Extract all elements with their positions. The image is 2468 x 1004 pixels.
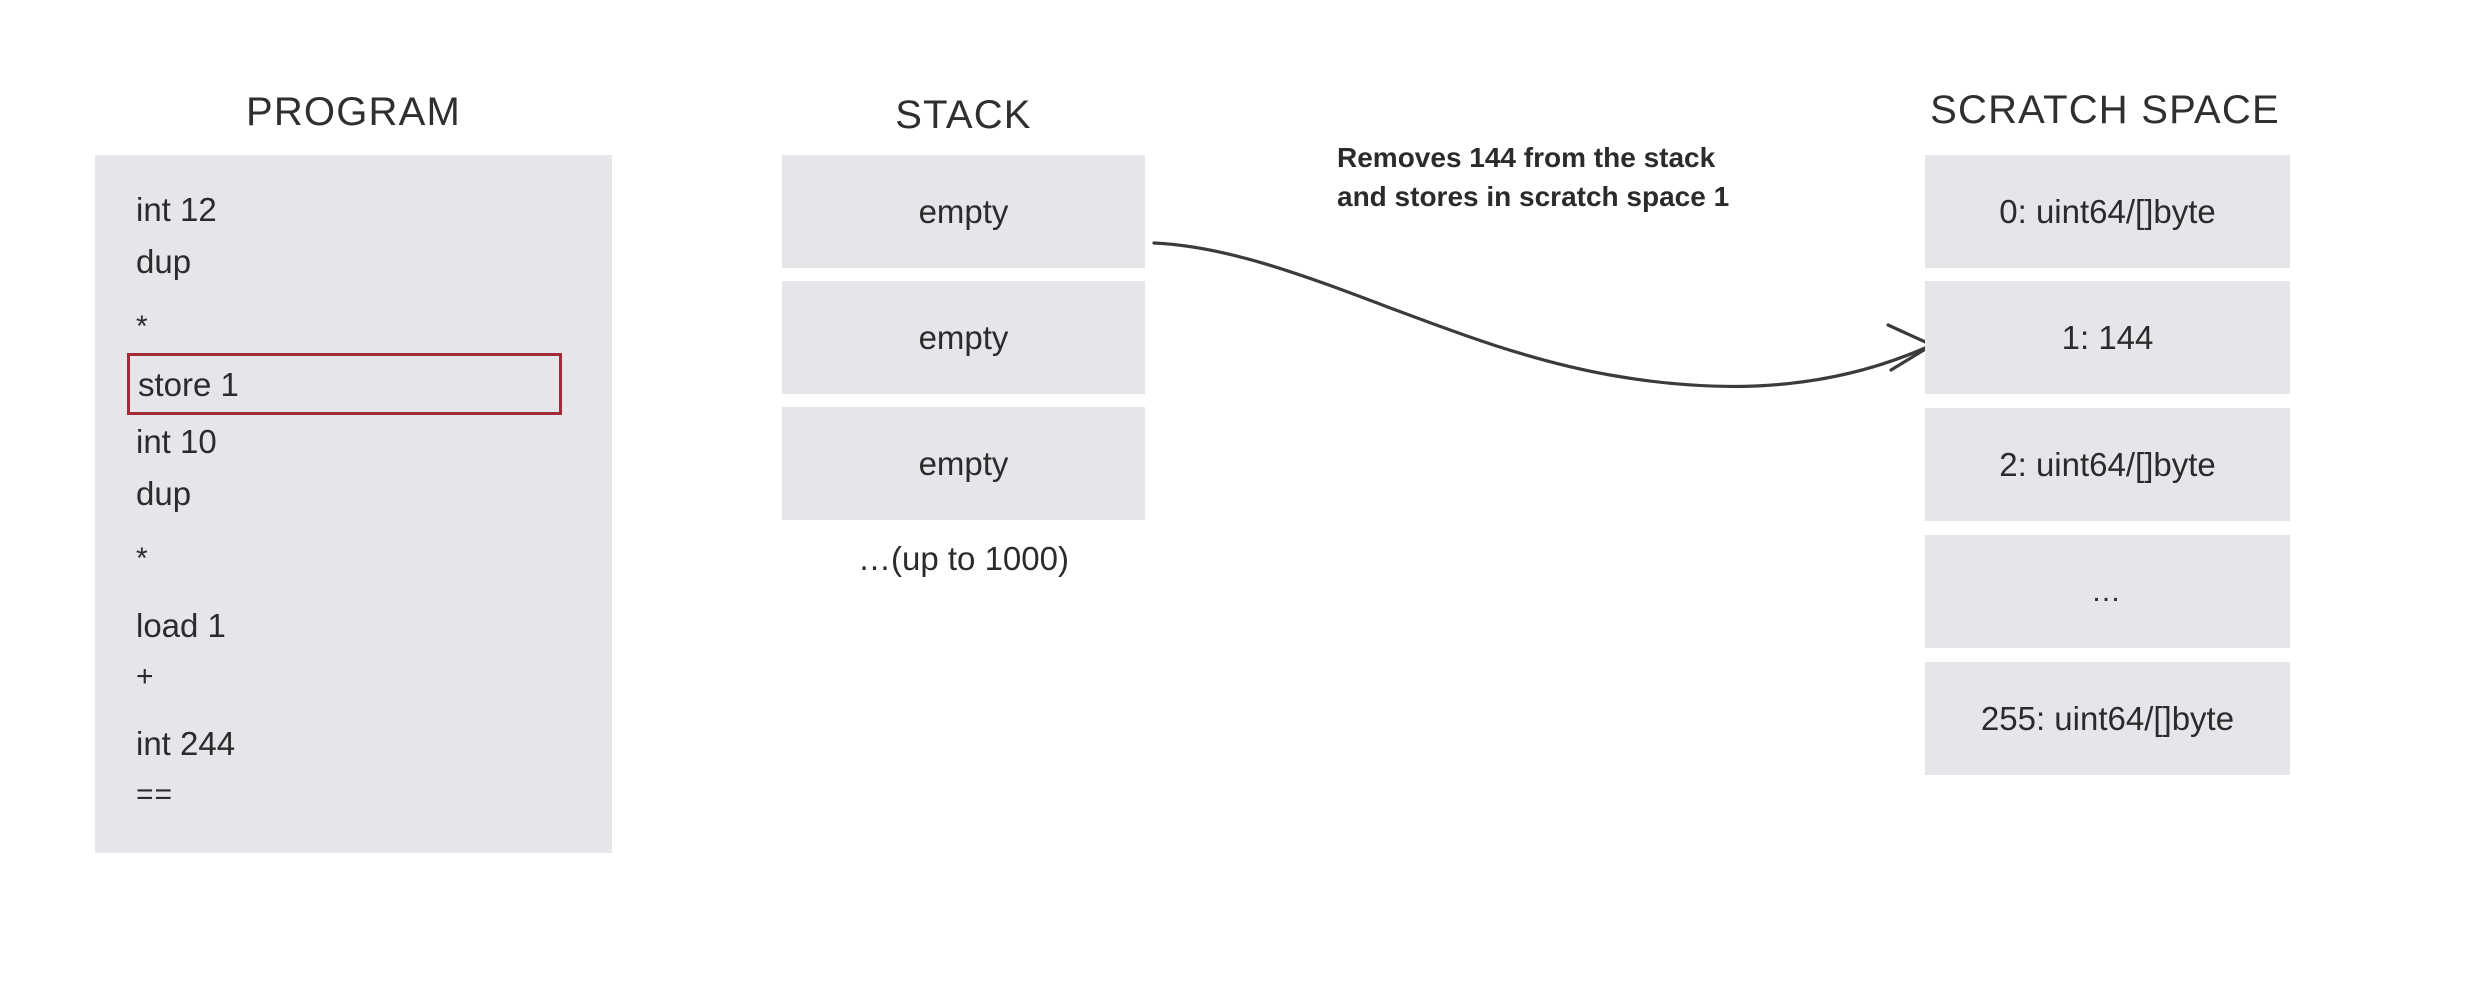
scratch-slot-ellipsis: … <box>1925 535 2290 648</box>
flow-annotation-text: Removes 144 from the stack and stores in… <box>1337 139 1807 216</box>
program-item-label: * <box>136 542 149 575</box>
scratch-slot-0: 0: uint64/[]byte <box>1925 155 2290 268</box>
program-item-label: dup <box>136 474 192 512</box>
program-item-int-12[interactable]: int 12 <box>136 183 576 235</box>
program-item-label: int 244 <box>136 724 236 762</box>
program-item-label: store 1 <box>138 365 239 403</box>
program-item-label: int 10 <box>136 422 217 460</box>
program-item-int-10[interactable]: int 10 <box>136 415 576 467</box>
program-item-store-1[interactable]: store 1 <box>127 353 562 415</box>
program-item-plus[interactable]: + <box>136 651 576 703</box>
stack-column-heading: STACK <box>895 93 1032 137</box>
program-item-label: int 12 <box>136 190 217 228</box>
program-item-equals[interactable]: == <box>136 769 576 821</box>
program-item-label: dup <box>136 242 192 280</box>
stack-slot-label: empty <box>918 444 1009 482</box>
program-item-dup-1[interactable]: dup <box>136 235 576 287</box>
program-item-multiply-2[interactable]: * <box>136 533 576 585</box>
program-item-dup-2[interactable]: dup <box>136 467 576 519</box>
scratch-space-column-heading: SCRATCH SPACE <box>1930 88 2280 132</box>
scratch-slot-2: 2: uint64/[]byte <box>1925 408 2290 521</box>
program-item-load-1[interactable]: load 1 <box>136 599 576 651</box>
scratch-slot-label: 1: 144 <box>2061 318 2154 356</box>
program-item-label: + <box>136 660 155 693</box>
program-item-int-244[interactable]: int 244 <box>136 717 576 769</box>
scratch-slot-label: … <box>2091 574 2124 608</box>
stack-to-scratch-arrow-icon <box>1152 241 1934 388</box>
scratch-slot-1: 1: 144 <box>1925 281 2290 394</box>
stack-slot-label: empty <box>918 318 1009 356</box>
scratch-slot-label: 255: uint64/[]byte <box>1980 699 2235 737</box>
annotation-line-1: Removes 144 from the stack <box>1337 142 1716 173</box>
annotation-line-2: and stores in scratch space 1 <box>1337 180 1730 212</box>
program-column-heading: PROGRAM <box>245 90 462 134</box>
program-item-label: * <box>136 310 149 343</box>
scratch-slot-255: 255: uint64/[]byte <box>1925 662 2290 775</box>
stack-slot-2: empty <box>782 407 1145 520</box>
stack-overflow-note: …(up to 1000) <box>858 540 1069 577</box>
program-panel: int 12 dup * store 1 int 10 dup * load <box>95 155 612 853</box>
program-item-label: == <box>136 778 174 811</box>
stack-slot-0: empty <box>782 155 1145 268</box>
program-item-label: load 1 <box>136 606 226 644</box>
program-item-multiply-1[interactable]: * <box>136 301 576 353</box>
scratch-slot-label: 0: uint64/[]byte <box>1999 192 2216 230</box>
stack-slot-1: empty <box>782 281 1145 394</box>
scratch-slot-label: 2: uint64/[]byte <box>1999 445 2216 483</box>
program-instruction-list: int 12 dup * store 1 int 10 dup * load <box>127 183 576 821</box>
stack-slot-label: empty <box>918 192 1009 230</box>
